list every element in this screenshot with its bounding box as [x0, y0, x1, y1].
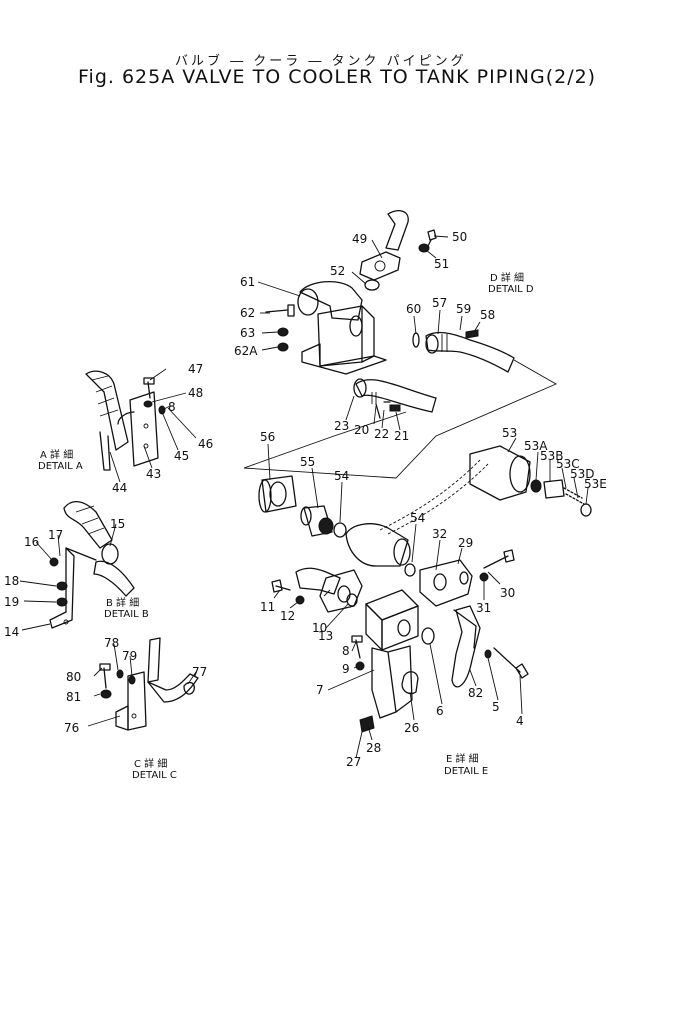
- detail-c-assembly: [99, 637, 199, 731]
- callout-29: 29: [458, 536, 473, 550]
- callout-32: 32: [432, 527, 447, 541]
- detail-a-label: DETAIL A: [38, 461, 83, 472]
- callout-4: 4: [516, 714, 524, 728]
- detail-a-assembly: [85, 370, 166, 471]
- figure-title: Fig. 625A VALVE TO COOLER TO TANK PIPING…: [78, 66, 597, 88]
- callout-31: 31: [476, 601, 491, 615]
- callout-58: 58: [480, 308, 495, 322]
- detail-e-jp: E 詳 細: [446, 752, 479, 765]
- detail-b-jp: B 詳 細: [106, 596, 139, 609]
- detail-labels: D 詳 細 DETAIL D A 詳 細 DETAIL A B 詳 細 DETA…: [38, 271, 534, 781]
- callout-5: 5: [492, 700, 500, 714]
- detail-a-jp: A 詳 細: [40, 448, 73, 461]
- japanese-title: バルブ ― クーラ ― タンク パイピング: [175, 54, 467, 69]
- callout-17: 17: [48, 528, 63, 542]
- detail-d-jp: D 詳 細: [490, 271, 524, 284]
- callout-47: 47: [188, 362, 203, 376]
- callout-53c: 53C: [556, 457, 580, 471]
- callout-6: 6: [436, 704, 444, 718]
- callout-81: 81: [66, 690, 81, 704]
- callout-45: 45: [174, 449, 189, 463]
- callout-9: 9: [342, 662, 350, 676]
- callout-7: 7: [316, 683, 324, 697]
- callout-80: 80: [66, 670, 81, 684]
- callout-26: 26: [404, 721, 419, 735]
- callout-44: 44: [112, 481, 127, 495]
- callout-30: 30: [500, 586, 515, 600]
- callout-53d: 53D: [570, 467, 595, 481]
- leader-lines: [19, 235, 589, 759]
- callout-18: 18: [4, 574, 19, 588]
- detail-d-hose: [412, 329, 515, 373]
- callout-82: 82: [468, 686, 483, 700]
- callout-53e: 53E: [584, 477, 607, 491]
- callout-21: 21: [394, 429, 409, 443]
- callout-57: 57: [432, 296, 447, 310]
- callout-62a: 62A: [234, 344, 258, 358]
- callout-14: 14: [4, 625, 19, 639]
- callout-15: 15: [110, 517, 125, 531]
- callout-46: 46: [198, 437, 213, 451]
- callout-59: 59: [456, 302, 471, 316]
- callout-12: 12: [280, 609, 295, 623]
- callout-19: 19: [4, 595, 19, 609]
- callout-48: 48: [188, 386, 203, 400]
- callout-16: 16: [24, 535, 39, 549]
- callout-10: 10: [312, 621, 327, 635]
- callout-13: 13: [318, 629, 333, 643]
- callout-54-b: 54: [410, 511, 425, 525]
- callout-53a: 53A: [524, 439, 548, 453]
- callout-20: 20: [354, 423, 369, 437]
- callout-63: 63: [240, 326, 255, 340]
- callout-76: 76: [64, 721, 79, 735]
- callout-23: 23: [334, 419, 349, 433]
- callout-78: 78: [104, 636, 119, 650]
- callout-8-b: 8: [342, 644, 350, 658]
- guide-lines: [243, 359, 558, 535]
- callout-numbers: 49 50 51 52 61 62 63 62A 60 57 59 58 23 …: [4, 230, 607, 769]
- middle-piping: [258, 445, 592, 733]
- callout-50: 50: [452, 230, 467, 244]
- callout-49: 49: [352, 232, 367, 246]
- callout-54-a: 54: [334, 469, 349, 483]
- callout-53b: 53B: [540, 449, 564, 463]
- callout-11: 11: [260, 600, 275, 614]
- detail-b-label: DETAIL B: [104, 609, 149, 620]
- detail-c-jp: C 詳 細: [134, 757, 167, 770]
- callout-77: 77: [192, 665, 207, 679]
- detail-e-label: DETAIL E: [444, 766, 488, 777]
- callout-22: 22: [374, 427, 389, 441]
- detail-b-assembly: [49, 501, 135, 629]
- callout-28: 28: [366, 741, 381, 755]
- callout-52: 52: [330, 264, 345, 278]
- callout-53: 53: [502, 426, 517, 440]
- callout-62: 62: [240, 306, 255, 320]
- detail-c-label: DETAIL C: [132, 770, 177, 781]
- callout-60: 60: [406, 302, 421, 316]
- callout-55: 55: [300, 455, 315, 469]
- callout-8-a: 8: [168, 400, 176, 414]
- callout-43: 43: [146, 467, 161, 481]
- callout-61: 61: [240, 275, 255, 289]
- callout-56: 56: [260, 430, 275, 444]
- callout-27: 27: [346, 755, 361, 769]
- callout-51: 51: [434, 257, 449, 271]
- callout-79: 79: [122, 649, 137, 663]
- detail-d-label: DETAIL D: [488, 284, 534, 295]
- valve-block-upper: [265, 210, 437, 419]
